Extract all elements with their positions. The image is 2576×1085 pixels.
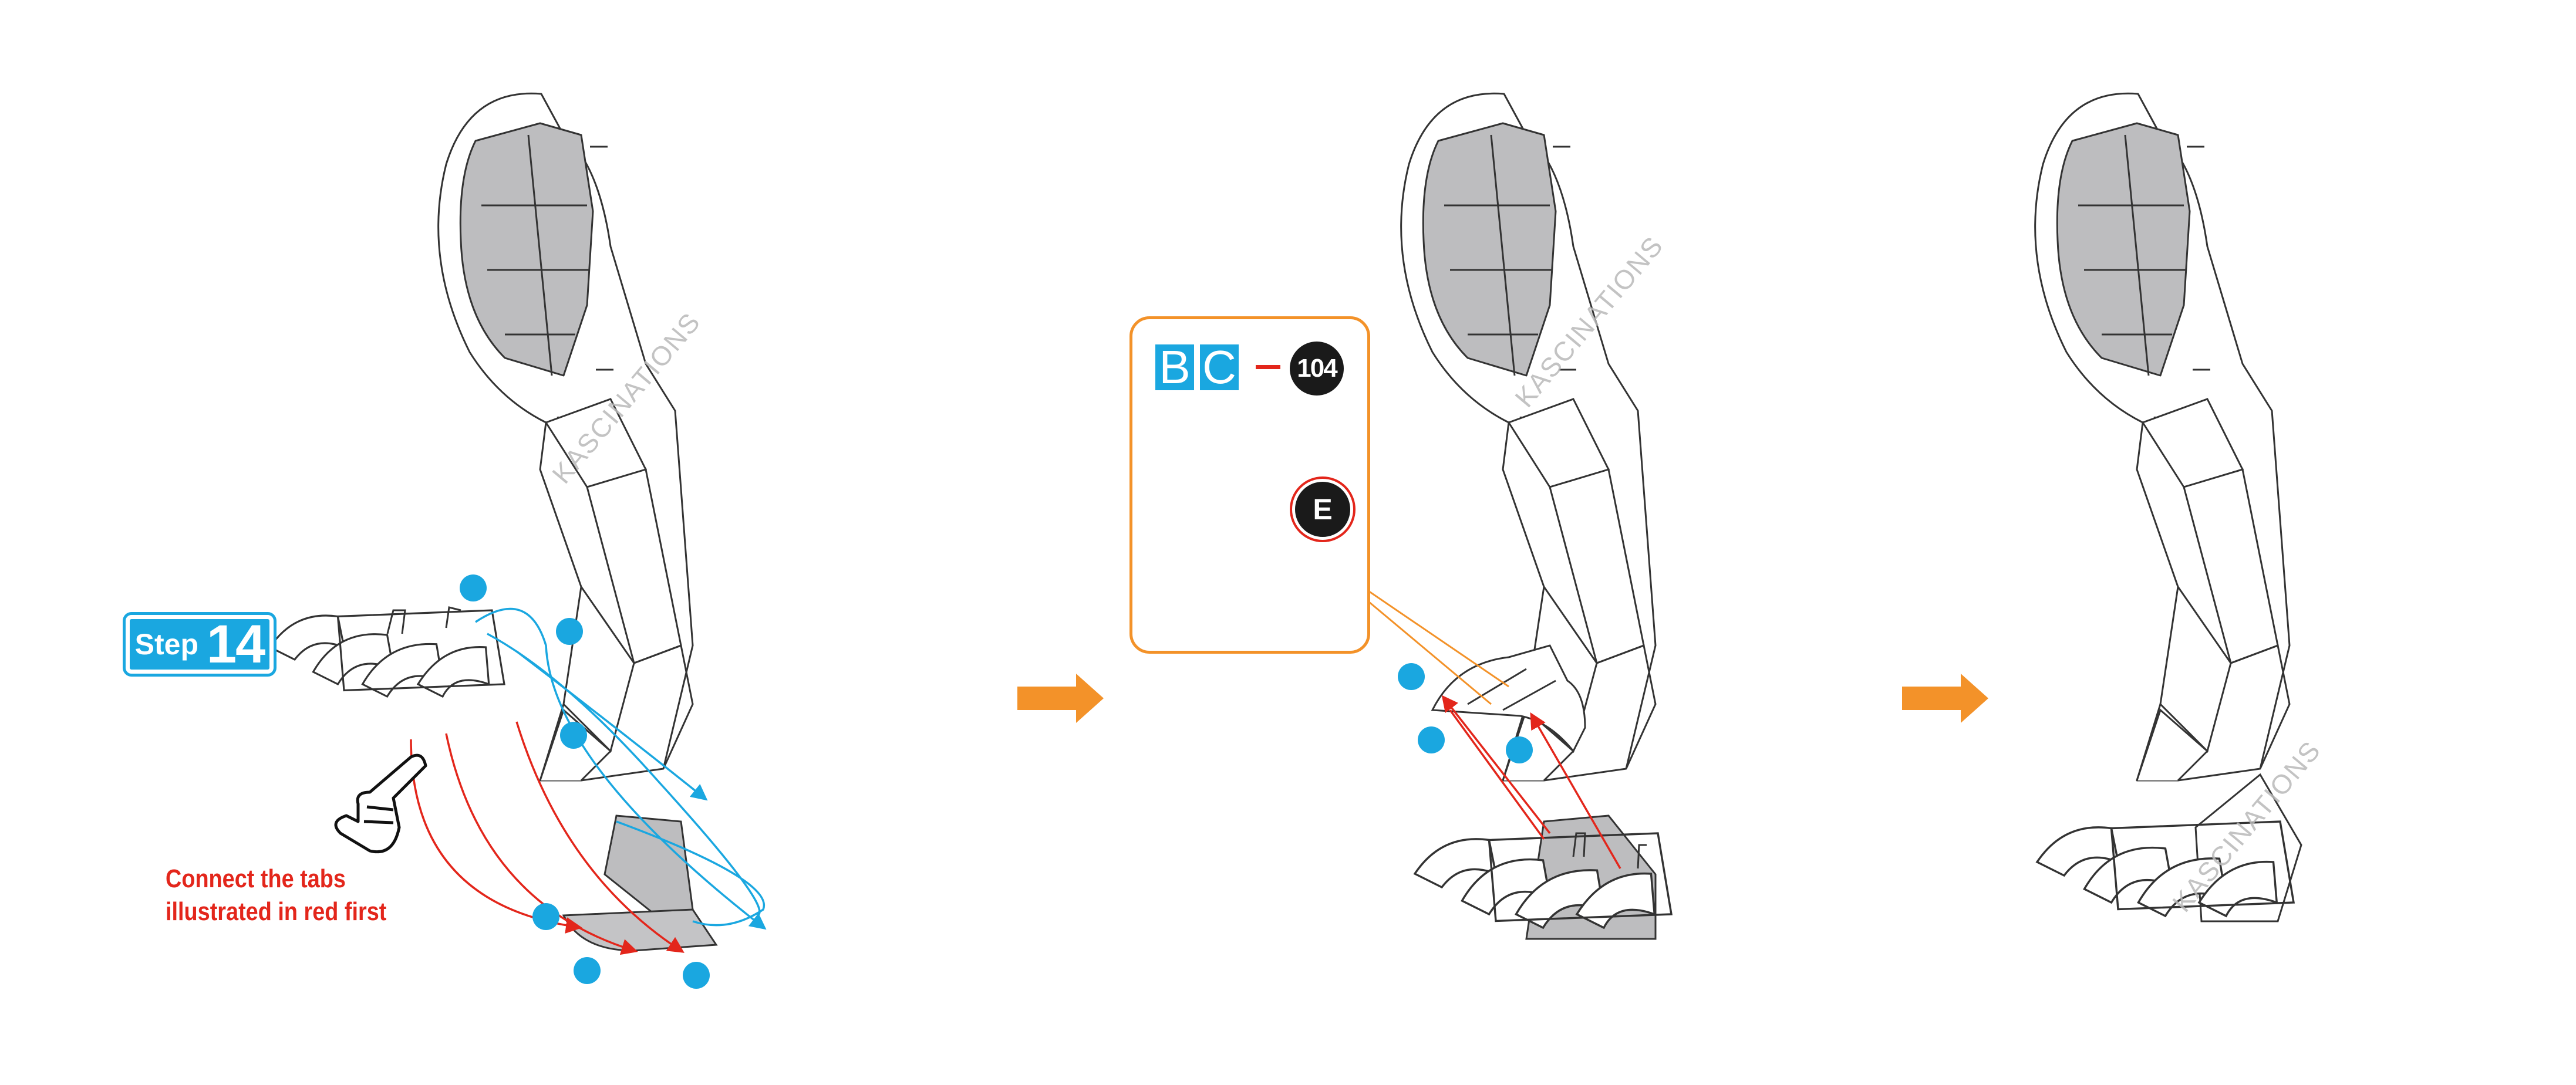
part-number-badge: 104 — [1290, 342, 1344, 396]
dash-separator — [1256, 365, 1280, 369]
leg-assembly-step-start — [439, 93, 716, 951]
part-letter-b: B — [1154, 343, 1196, 392]
step-number: 14 — [207, 614, 264, 675]
instruction-line-1: Connect the tabs — [166, 863, 386, 895]
step-badge: Step 14 — [126, 615, 274, 674]
pointing-hand-icon — [336, 755, 426, 852]
next-arrow-icon — [1017, 674, 1104, 723]
next-arrow-icon — [1902, 674, 1988, 723]
instruction-line-2: illustrated in red first — [166, 895, 386, 928]
leg-assembly-step-middle — [1401, 93, 1655, 939]
piece-label-badge: E — [1292, 479, 1353, 540]
parts-callout: B C 104 E — [1129, 316, 1370, 654]
step-label: Step — [135, 627, 198, 661]
instruction-text: Connect the tabs illustrated in red firs… — [166, 863, 386, 928]
claw-piece — [270, 607, 504, 697]
part-letter-c: C — [1198, 343, 1240, 392]
